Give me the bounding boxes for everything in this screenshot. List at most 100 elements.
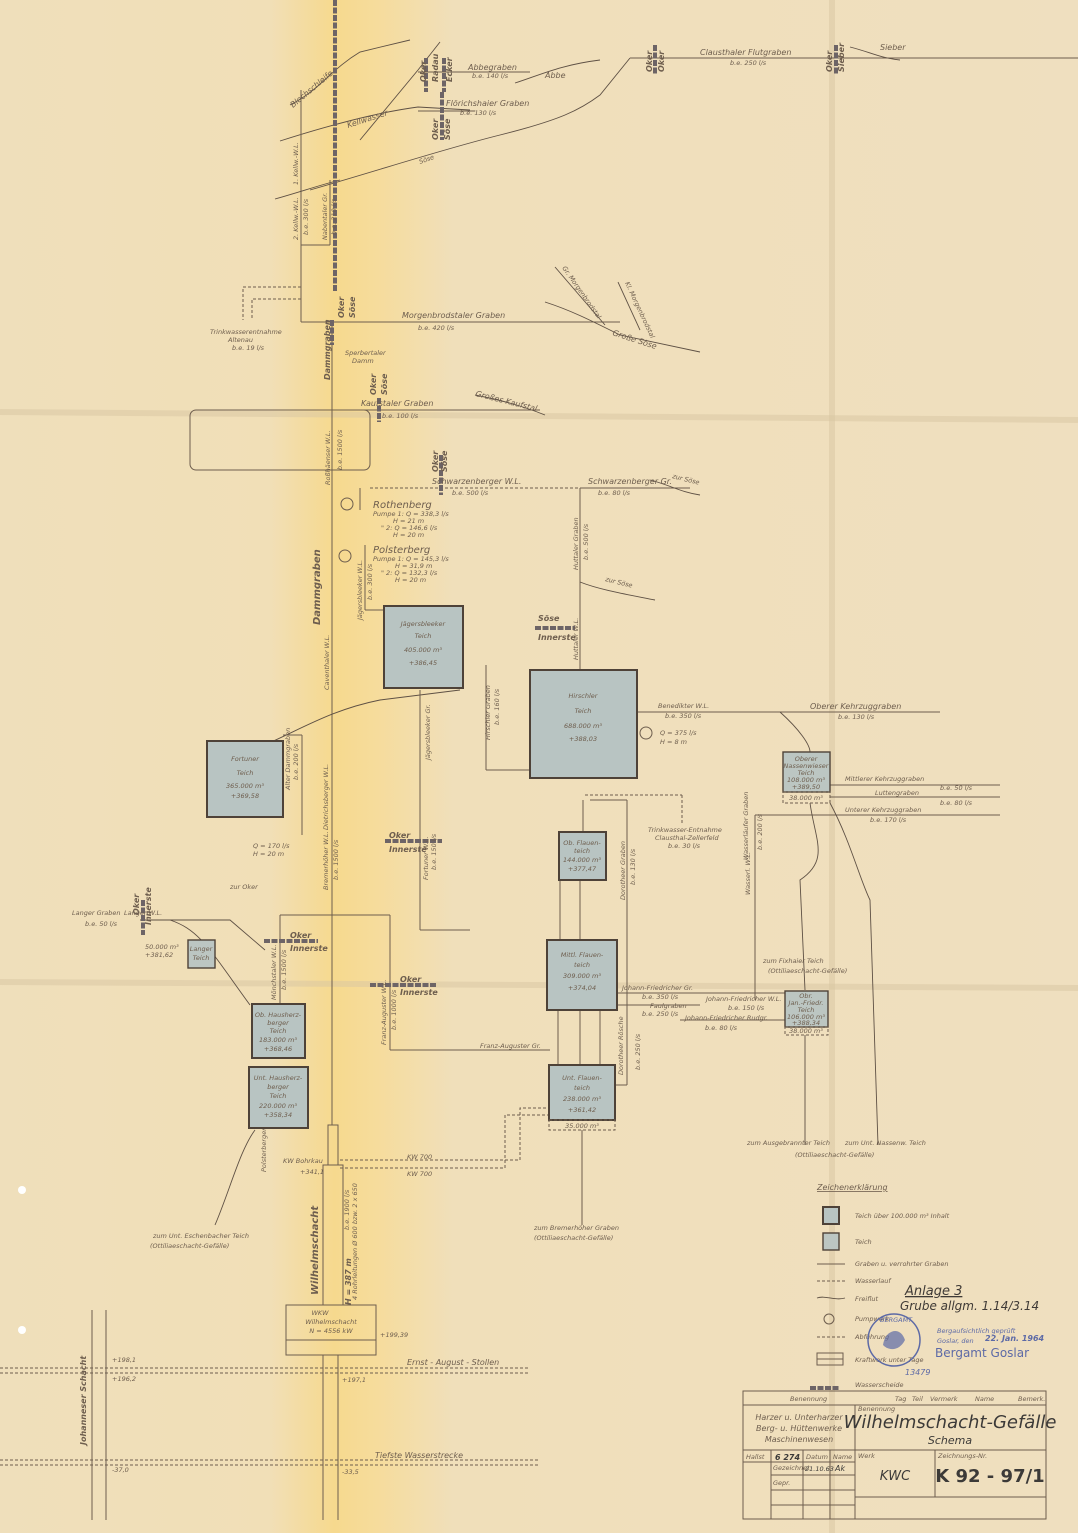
label: Clausthal-Zellerfeld bbox=[655, 834, 719, 842]
svg-text:Mittl. Flauen-: Mittl. Flauen- bbox=[561, 951, 604, 959]
legend-label: Pumpwerk bbox=[855, 1315, 889, 1323]
svg-text:Jägersbleeker: Jägersbleeker bbox=[399, 620, 447, 628]
drawing-number: K 92 - 97/1 bbox=[935, 1466, 1044, 1487]
channel-label: Jägersbleeker W.L. bbox=[356, 560, 364, 622]
svg-text:238.000 m³: 238.000 m³ bbox=[563, 1095, 601, 1103]
svg-text:365.000 m³: 365.000 m³ bbox=[226, 782, 264, 790]
channel-label: Franz-Auguster W.L. bbox=[380, 980, 388, 1045]
stamp-handwritten: 13479 bbox=[905, 1368, 930, 1377]
watershed-labels: Oker Radau Ecker Oker Söse Oker Oker Oke… bbox=[132, 42, 846, 997]
watershed-label: Oker bbox=[132, 893, 141, 915]
watershed-label: Sieber bbox=[837, 42, 846, 72]
watershed-label: Innerste bbox=[389, 845, 427, 854]
svg-text:+388,34: +388,34 bbox=[792, 1019, 820, 1027]
svg-text:Unt. Hausherz-: Unt. Hausherz- bbox=[254, 1074, 303, 1082]
gallery-label: Ernst - August - Stollen bbox=[407, 1358, 499, 1367]
name-label: Name bbox=[833, 1453, 852, 1461]
legend-label: Teich über 100.000 m³ Inhalt bbox=[855, 1212, 950, 1220]
legend-label: Wasserlauf bbox=[855, 1277, 892, 1285]
channel-label: Dorotheer Rösche bbox=[617, 1016, 625, 1075]
header-cell: Vermerk bbox=[930, 1395, 958, 1403]
pond-jaegersbleeker: Jägersbleeker Teich 405.000 m³ +386,45 bbox=[383, 605, 464, 689]
watershed-label: Oker bbox=[400, 975, 422, 984]
flow-label: b.e. 50 l/s bbox=[940, 784, 973, 792]
organization-line: Harzer u. Unterharzer bbox=[755, 1413, 843, 1422]
watershed-label: Oker bbox=[645, 50, 654, 72]
shaft-label: Johanneser Schacht bbox=[79, 1355, 88, 1447]
pump-spec: H = 20 m bbox=[393, 531, 424, 539]
flow-label: b.e. 130 l/s bbox=[838, 713, 875, 721]
header-cell: Tag bbox=[895, 1395, 906, 1403]
bergamt-stamp: BERGAMT 13479 Bergaufsichtlich geprüft G… bbox=[867, 1313, 1045, 1377]
label: (Ottiliaeschacht-Gefälle) bbox=[150, 1242, 229, 1250]
label: zum Unt. Nassenw. Teich bbox=[844, 1139, 926, 1147]
channel-label: Abbegraben bbox=[467, 63, 517, 72]
label: Trinkwasserentnahme bbox=[210, 328, 282, 336]
svg-text:teich: teich bbox=[574, 847, 590, 855]
label: Altenau bbox=[227, 336, 253, 344]
legend-label: Kraftwerk unter Tage bbox=[855, 1356, 924, 1364]
channel-label: Schwarzenberger Gr. bbox=[588, 477, 672, 486]
svg-text:+388,03: +388,03 bbox=[569, 735, 597, 743]
pond-unt-flauenteich: Unt. Flauen- teich 238.000 m³ +361,42 35… bbox=[548, 1064, 616, 1131]
shaft-label: Wilhelmschacht bbox=[310, 1205, 321, 1295]
watershed-label: Oker bbox=[290, 931, 312, 940]
svg-text:Ob. Flauen-: Ob. Flauen- bbox=[563, 839, 601, 847]
elevation-label: +341,1 bbox=[300, 1168, 324, 1176]
svg-text:405.000 m³: 405.000 m³ bbox=[404, 646, 442, 654]
watershed-label: Oker bbox=[825, 50, 834, 72]
legend-label: Wasserscheide bbox=[855, 1381, 904, 1389]
label: (Ottiliaeschacht-Gefälle) bbox=[768, 967, 847, 975]
pond-unt-hausherzberger: Unt. Hausherz- berger Teich 220.000 m³ +… bbox=[248, 1066, 309, 1129]
svg-text:688.000 m³: 688.000 m³ bbox=[564, 722, 602, 730]
pond-ob-hausherzberger: Ob. Hausherz- berger Teich 183.000 m³ +3… bbox=[251, 1003, 306, 1059]
flow-label: b.e. 80 l/s bbox=[598, 489, 631, 497]
punch-hole bbox=[18, 1326, 26, 1334]
svg-text:144.000 m³: 144.000 m³ bbox=[563, 856, 601, 864]
svg-text:108.000 m³: 108.000 m³ bbox=[787, 776, 825, 784]
ponds: Jägersbleeker Teich 405.000 m³ +386,45 H… bbox=[145, 605, 831, 1131]
pond-hirschler: Hirschler Teich 688.000 m³ +388,03 bbox=[529, 669, 638, 779]
legend-title: Zeichenerklärung bbox=[816, 1183, 888, 1192]
header-cell: Benennung bbox=[790, 1395, 827, 1403]
label: KW Bohrkau bbox=[283, 1157, 323, 1165]
watershed-label: Innerste bbox=[290, 944, 328, 953]
organization-line: Berg- u. Hüttenwerke bbox=[756, 1424, 842, 1433]
horse-emblem-icon bbox=[883, 1330, 905, 1350]
pump-spec: Pumpe 1: Q = 145,3 l/s bbox=[373, 555, 449, 563]
pump-spec: " 2: Q = 146,6 l/s bbox=[381, 524, 438, 532]
flow-label: b.e. 30 l/s bbox=[668, 842, 701, 850]
channel-label: Johann-Friedricher Rudgr. bbox=[683, 1014, 768, 1022]
svg-text:Teich: Teich bbox=[415, 632, 432, 640]
watershed-label: Oker bbox=[389, 831, 411, 840]
label: zum Unt. Eschenbacher Teich bbox=[152, 1232, 249, 1240]
label: (Ottiliaeschacht-Gefälle) bbox=[795, 1151, 874, 1159]
channel-label: Dietrichsberger W.L. bbox=[322, 764, 330, 830]
flow-label: b.e. 160 l/s bbox=[493, 688, 501, 725]
pump-labels: Rothenberg Pumpe 1: Q = 338,3 l/s H = 21… bbox=[253, 500, 697, 858]
watershed-label: Söse bbox=[348, 296, 357, 318]
channel-label: Dorotheer Graben bbox=[619, 841, 627, 900]
power-plant-label: N = 4556 kW bbox=[309, 1327, 353, 1335]
designation-label: Benennung bbox=[858, 1405, 895, 1413]
svg-text:+368,46: +368,46 bbox=[264, 1045, 292, 1053]
pond-fortuner: Fortuner Teich 365.000 m³ +369,58 bbox=[206, 740, 284, 818]
elevation-label: -37,0 bbox=[112, 1466, 129, 1474]
channel-label: Wasserl. W.L. bbox=[744, 852, 752, 895]
label: zur Oker bbox=[229, 883, 259, 891]
header-cell: Name bbox=[975, 1395, 994, 1403]
channel-label: Morgenbrodstaler Graben bbox=[402, 311, 505, 320]
channel-label: Faulgraben bbox=[650, 1002, 687, 1010]
label: 4 Rohrleitungen Ø 600 bzw. 2 x 650 bbox=[351, 1183, 359, 1300]
works-value: KWC bbox=[880, 1469, 911, 1484]
svg-text:38.000 m³: 38.000 m³ bbox=[789, 1027, 823, 1035]
wilhelmschacht-shaft bbox=[0, 1124, 540, 1520]
svg-text:Ob. Hausherz-: Ob. Hausherz- bbox=[255, 1011, 302, 1019]
paper-fold bbox=[0, 409, 1078, 423]
gallery-label: Tiefste Wasserstrecke bbox=[375, 1451, 463, 1460]
watershed-label: Oker bbox=[657, 50, 666, 72]
svg-text:+358,34: +358,34 bbox=[264, 1111, 292, 1119]
channel-label: Oberer Kehrzuggraben bbox=[810, 702, 901, 711]
watershed-markers bbox=[141, 45, 840, 1390]
